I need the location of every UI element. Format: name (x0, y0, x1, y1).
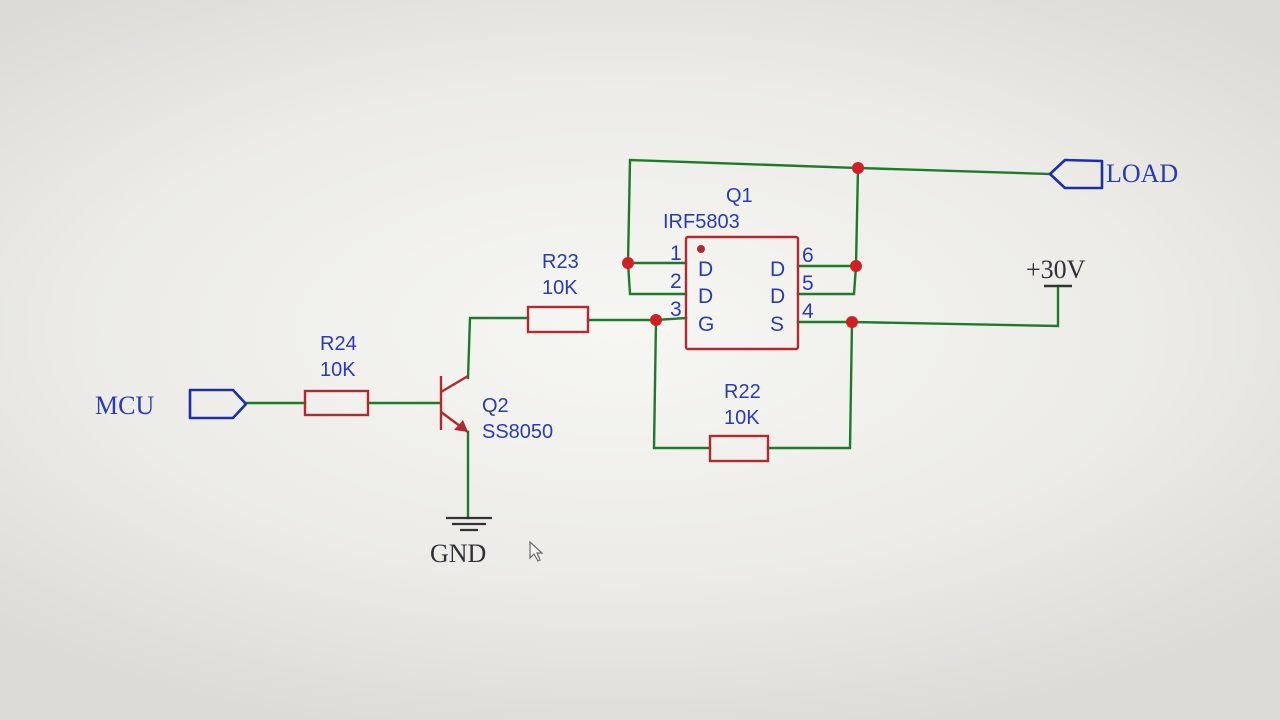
r22-body (708, 434, 770, 463)
r24-ref: R24 (320, 333, 357, 355)
mcu-port: MCU (95, 388, 248, 420)
q1-pin1-dot-icon (697, 245, 705, 253)
q1-pin-5-func: D (770, 285, 785, 308)
resistor-r22: R22 10K (708, 381, 770, 463)
wire-pin2 (626, 261, 688, 296)
q2-ref: Q2 (482, 395, 509, 417)
load-port-flag-icon (1048, 158, 1104, 190)
mcu-port-label: MCU (95, 391, 154, 420)
wire-pin5 (796, 264, 858, 296)
q1-pin-2-number: 2 (670, 270, 682, 293)
mouse-cursor-icon (529, 540, 544, 562)
load-port-label: LOAD (1106, 159, 1178, 188)
r24-value: 10K (320, 359, 356, 381)
load-port: LOAD (1048, 158, 1178, 190)
r24-body (303, 389, 370, 417)
q1-pin-3-number: 3 (670, 298, 682, 321)
q1-pin-4-number: 4 (802, 300, 814, 323)
wire-right-drain (854, 166, 860, 268)
junctions (622, 162, 864, 328)
q1-part: IRF5803 (663, 211, 740, 233)
q1-pin-6-func: D (770, 258, 785, 281)
ground-symbol: GND (430, 516, 492, 568)
q2-part: SS8050 (482, 421, 553, 443)
ground-label: GND (430, 539, 486, 568)
wires (243, 158, 1060, 520)
wire-drain-load (856, 166, 1052, 176)
q1-pin-3-func: G (698, 313, 714, 336)
q2-collector-lead (440, 374, 469, 394)
transistor-q2: Q2 SS8050 (439, 374, 553, 443)
q1-pin-4-func: S (770, 313, 784, 336)
r23-value: 10K (542, 277, 578, 299)
supply-port-label: +30V (1026, 255, 1086, 284)
q1-pin-1-func: D (698, 258, 713, 281)
supply-port: +30V (1026, 255, 1086, 288)
q1-pin-2-func: D (698, 285, 713, 308)
junction-right-drain (850, 260, 862, 272)
resistor-r24: R24 10K (303, 333, 370, 417)
q1-pin-5-number: 5 (802, 272, 814, 295)
r22-ref: R22 (724, 381, 761, 403)
ic-q1: Q1 IRF5803 1 D 2 D 3 G 6 D 5 D 4 S (663, 185, 814, 351)
wire-q2-collector-r23 (466, 316, 530, 380)
q1-pin-1-number: 1 (670, 242, 682, 265)
resistor-r23: R23 10K (526, 251, 590, 334)
r23-body (526, 305, 590, 334)
r22-value: 10K (724, 407, 760, 429)
wire-source-30v (850, 284, 1060, 328)
junction-left-drain (622, 257, 634, 269)
junction-gate (650, 314, 662, 326)
wire-gate-r22 (652, 318, 712, 450)
wire-r22-source (766, 320, 854, 450)
q1-pin-6-number: 6 (802, 244, 814, 267)
junction-top-drain (852, 162, 864, 174)
r23-ref: R23 (542, 251, 579, 273)
junction-source (846, 316, 858, 328)
wire-left-drain-top (626, 158, 860, 265)
q2-emitter-arrow-icon (454, 420, 468, 432)
q1-body (684, 235, 800, 351)
q1-ref: Q1 (726, 185, 753, 207)
mcu-port-flag-icon (188, 388, 248, 420)
